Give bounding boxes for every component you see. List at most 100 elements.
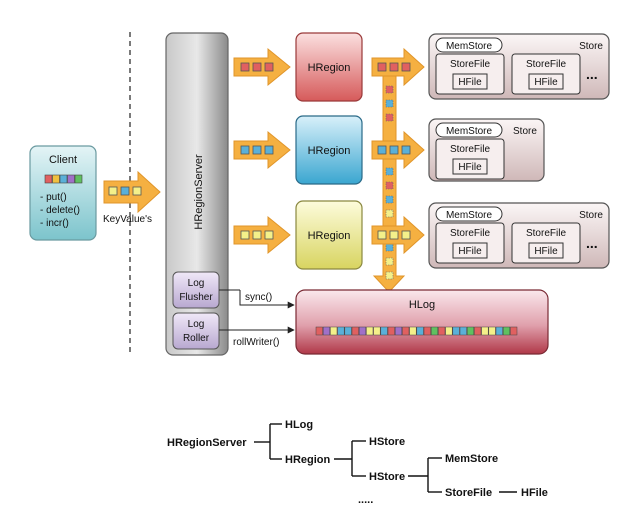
hregionserver-title: HRegionServer <box>193 154 205 230</box>
memstore-label: MemStore <box>446 41 493 52</box>
keyvalue-square <box>377 230 387 240</box>
store-arrow <box>371 130 425 170</box>
tree-hfile: HFile <box>521 487 548 499</box>
hlog-entry <box>344 326 352 336</box>
hfile-label: HFile <box>534 77 558 88</box>
hfile-label: HFile <box>458 162 482 173</box>
svg-text:Flusher: Flusher <box>179 292 213 303</box>
hlog-entry <box>416 326 424 336</box>
keyvalue-square <box>389 62 399 72</box>
svg-text:Log: Log <box>188 278 205 289</box>
hlog-entry <box>452 326 460 336</box>
feed-square <box>385 99 394 108</box>
client-color-strip <box>44 174 83 184</box>
client-title: Client <box>49 154 77 166</box>
hlog-entry <box>481 326 489 336</box>
storefile-label: StoreFile <box>450 59 490 70</box>
client-method-delete: - delete() <box>40 205 80 216</box>
storefile-label: StoreFile <box>526 228 566 239</box>
keyvalue-square <box>377 62 387 72</box>
keyvalue-square <box>389 145 399 155</box>
hlog-entry <box>366 326 374 336</box>
tree-hstore-2: HStore <box>369 471 405 483</box>
hlog-entry <box>380 326 388 336</box>
client-strip-cell <box>44 174 53 184</box>
hfile-label: HFile <box>458 77 482 88</box>
hlog-entry <box>510 326 518 336</box>
hierarchy-tree: HRegionServer HLog HRegion HStore HStore… <box>167 419 548 506</box>
svg-text:Roller: Roller <box>183 333 210 344</box>
tree-root: HRegionServer <box>167 437 247 449</box>
hregion-box: HRegion <box>295 115 363 185</box>
feed-square <box>385 209 394 218</box>
region-arrow <box>233 215 291 255</box>
hregion-label: HRegion <box>308 62 351 74</box>
feed-square <box>385 257 394 266</box>
tree-storefile: StoreFile <box>445 487 492 499</box>
hlog-entry <box>495 326 503 336</box>
hfile-label: HFile <box>534 246 558 257</box>
hlog-entry <box>351 326 359 336</box>
hlog-entry <box>409 326 417 336</box>
rollwriter-label: rollWriter() <box>233 337 279 348</box>
client-strip-cell <box>74 174 83 184</box>
keyvalue-square <box>252 145 262 155</box>
tree-ellipsis: ..... <box>358 494 373 506</box>
store-label: Store <box>579 41 603 52</box>
keyvalue-square <box>264 230 274 240</box>
store-label: Store <box>513 126 537 137</box>
tree-hlog: HLog <box>285 419 313 431</box>
tree-memstore: MemStore <box>445 453 498 465</box>
client-strip-cell <box>52 174 60 184</box>
keyvalue-square <box>240 145 250 155</box>
more-storefiles-ellipsis: ... <box>586 66 598 82</box>
hlog-entry <box>394 326 403 336</box>
more-storefiles-ellipsis: ... <box>586 235 598 251</box>
feed-square <box>385 181 394 190</box>
memstore-label: MemStore <box>446 126 493 137</box>
hlog-entry <box>423 326 431 336</box>
log-flusher: Log Flusher <box>172 271 220 309</box>
hlog-entry <box>315 326 323 336</box>
storefile-label: StoreFile <box>450 228 490 239</box>
tree-hstore-1: HStore <box>369 436 405 448</box>
keyvalue-square <box>252 230 262 240</box>
region-arrow <box>233 47 291 87</box>
keyvalue-square <box>377 145 387 155</box>
keyvalue-arrow <box>103 170 161 214</box>
client-method-incr: - incr() <box>40 218 69 229</box>
feed-square <box>385 271 394 280</box>
storefile-label: StoreFile <box>526 59 566 70</box>
keyvalue-square <box>264 145 274 155</box>
keyvalue-square <box>240 230 250 240</box>
hlog-entry <box>430 326 439 336</box>
hfile-label: HFile <box>458 246 482 257</box>
region-arrow <box>233 130 291 170</box>
hlog-entry <box>387 326 395 336</box>
client-strip-cell <box>67 174 75 184</box>
keyvalue-square <box>401 145 411 155</box>
client-method-put: - put() <box>40 192 67 203</box>
hlog-entry <box>373 326 381 336</box>
tree-hregion: HRegion <box>285 454 331 466</box>
hlog-entry <box>358 326 367 336</box>
sync-label: sync() <box>245 292 272 303</box>
keyvalue-square <box>401 230 411 240</box>
hlog-entry <box>438 326 446 336</box>
hregion-label: HRegion <box>308 230 351 242</box>
hlog-feed-arrow <box>372 69 406 293</box>
keyvalue-square <box>240 62 250 72</box>
feed-square <box>385 195 394 204</box>
feed-square <box>385 113 394 122</box>
store-arrow <box>371 215 425 255</box>
hlog-entry <box>330 326 338 336</box>
keyvalue-square <box>252 62 262 72</box>
hlog-entry <box>445 326 453 336</box>
feed-square <box>385 243 394 252</box>
hlog-entry <box>488 326 496 336</box>
